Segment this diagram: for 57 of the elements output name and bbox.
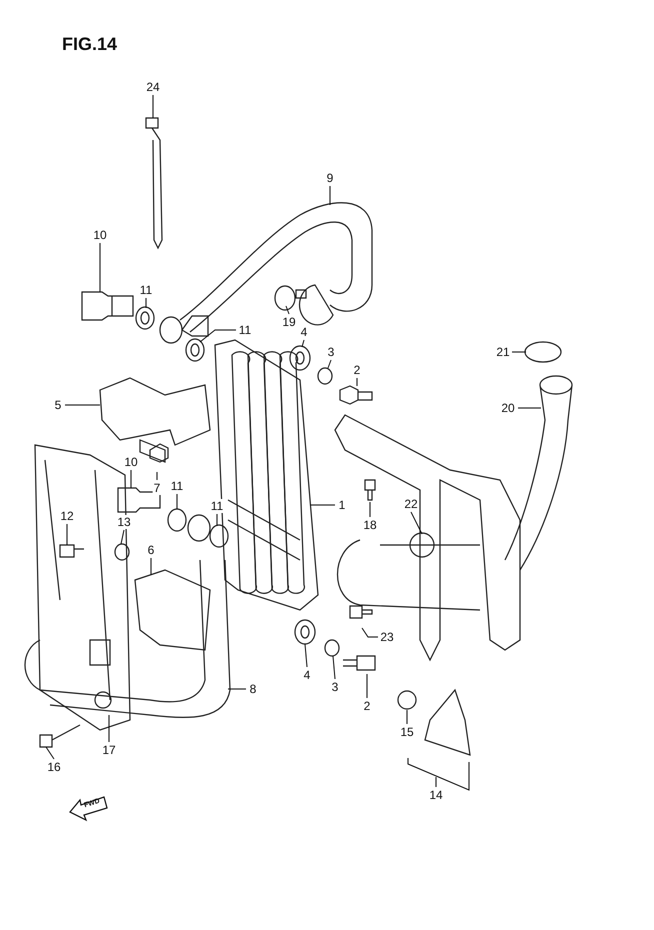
callout-number: 13: [116, 515, 132, 529]
callout-number: 10: [123, 455, 139, 469]
callout-number: 2: [362, 699, 372, 713]
leader-line: [228, 688, 246, 690]
leader-line: [332, 656, 336, 680]
leader-line: [408, 758, 470, 791]
callout-number: 4: [300, 325, 308, 339]
callout-number: 10: [92, 228, 108, 242]
callout-number: 18: [362, 518, 378, 532]
leader-line: [108, 714, 110, 742]
callout-number: 22: [403, 497, 419, 511]
callout-number: 6: [146, 543, 156, 557]
callout-number: 7: [152, 481, 162, 495]
leader-line: [150, 558, 152, 576]
callout-number: 12: [59, 509, 75, 523]
callout-number: 5: [54, 398, 62, 412]
callout-number: 11: [238, 323, 252, 337]
leader-line: [176, 494, 178, 510]
callout-number: 3: [330, 680, 340, 694]
leader-line: [356, 378, 358, 386]
callout-number: 20: [500, 401, 516, 415]
leader-line: [406, 710, 408, 724]
figure-title: FIG.14: [62, 34, 118, 55]
callout-number: 19: [281, 315, 297, 329]
leader-line: [120, 530, 124, 544]
callout-number: 1: [338, 498, 346, 512]
leader-line: [362, 628, 378, 638]
leader-line: [64, 404, 100, 406]
leader-line: [328, 360, 332, 368]
leader-line: [286, 306, 290, 314]
callout-number: 11: [138, 283, 154, 297]
callout-number: 11: [210, 499, 224, 513]
leader-line: [216, 514, 218, 526]
callout-number: 2: [352, 363, 362, 377]
callout-number: 11: [170, 479, 184, 493]
leader-line: [366, 674, 368, 698]
callout-number: 24: [145, 80, 161, 94]
leader-line: [410, 512, 422, 534]
callout-number: 21: [495, 345, 511, 359]
leader-line: [302, 340, 304, 348]
callout-number: 4: [302, 668, 312, 682]
leader-line: [46, 746, 54, 760]
callout-number: 16: [46, 760, 62, 774]
leader-line: [310, 504, 336, 506]
leader-line: [152, 94, 154, 118]
leader-line: [304, 644, 308, 668]
callout-number: 15: [399, 725, 415, 739]
callout-number: 23: [379, 630, 395, 644]
leader-line: [156, 472, 158, 480]
callout-number: 3: [326, 345, 336, 359]
callout-number: 9: [326, 171, 334, 185]
leader-line: [66, 524, 68, 546]
callout-number: 8: [248, 682, 258, 696]
callout-number: 17: [101, 743, 117, 757]
leader-line: [130, 470, 132, 488]
leader-line: [200, 330, 236, 342]
callout-number: 14: [428, 788, 444, 802]
